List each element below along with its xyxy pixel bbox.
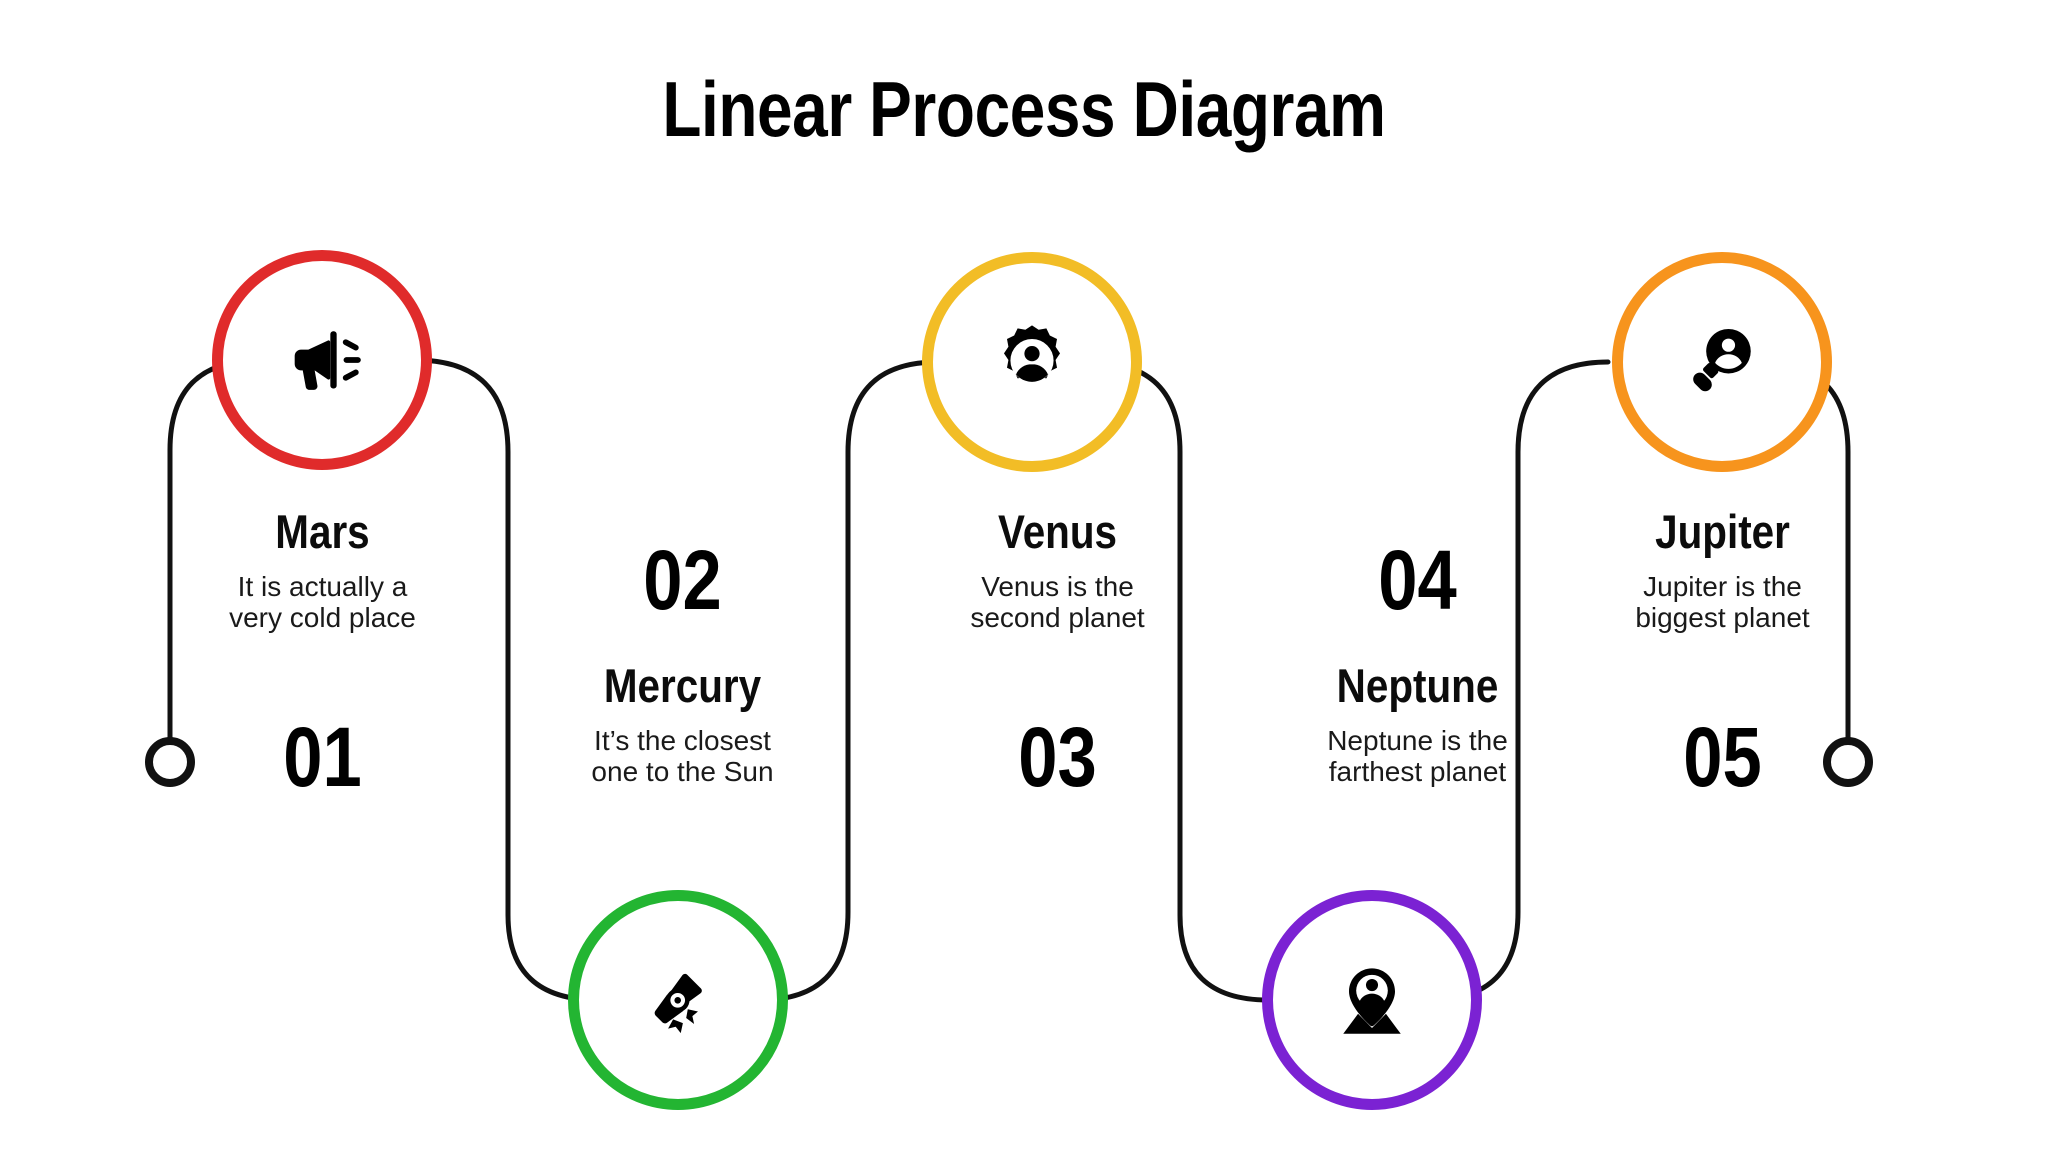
step-icon-circle-5[interactable] [1612,252,1832,472]
step-description-4: Neptune is the farthest planet [1327,725,1508,788]
step-title-2: Mercury [603,659,762,712]
step-title-3: Venus [997,505,1118,558]
step-text-block-4: Neptune Neptune is the farthest planet [1275,662,1560,788]
step-title-5: Jupiter [1655,505,1790,558]
step-number-4: 04 [1378,533,1457,627]
search-user-icon [1676,316,1768,408]
step-number-3: 03 [1018,710,1097,804]
step-text-block-1: Mars It is actually a very cold place [180,508,465,634]
step-number-1: 01 [283,710,362,804]
gear-user-icon [986,316,1078,408]
step-icon-circle-4[interactable] [1262,890,1482,1110]
page-title: Linear Process Diagram [662,65,1386,153]
step-number-2: 02 [643,533,722,627]
diploma-icon [632,954,724,1046]
megaphone-icon [276,314,368,406]
step-text-block-3: Venus Venus is the second planet [915,508,1200,634]
step-icon-circle-3[interactable] [922,252,1142,472]
step-description-1: It is actually a very cold place [229,571,416,634]
step-icon-circle-2[interactable] [568,890,788,1110]
start-endpoint [145,737,195,787]
step-icon-circle-1[interactable] [212,250,432,470]
step-text-block-5: Jupiter Jupiter is the biggest planet [1580,508,1865,634]
step-title-1: Mars [275,505,370,558]
step-description-3: Venus is the second planet [970,571,1145,634]
location-user-icon [1326,954,1418,1046]
step-number-5: 05 [1683,710,1762,804]
step-text-block-2: Mercury It’s the closest one to the Sun [540,662,825,788]
step-title-4: Neptune [1336,659,1499,712]
step-description-2: It’s the closest one to the Sun [591,725,774,788]
step-description-5: Jupiter is the biggest planet [1635,571,1810,634]
